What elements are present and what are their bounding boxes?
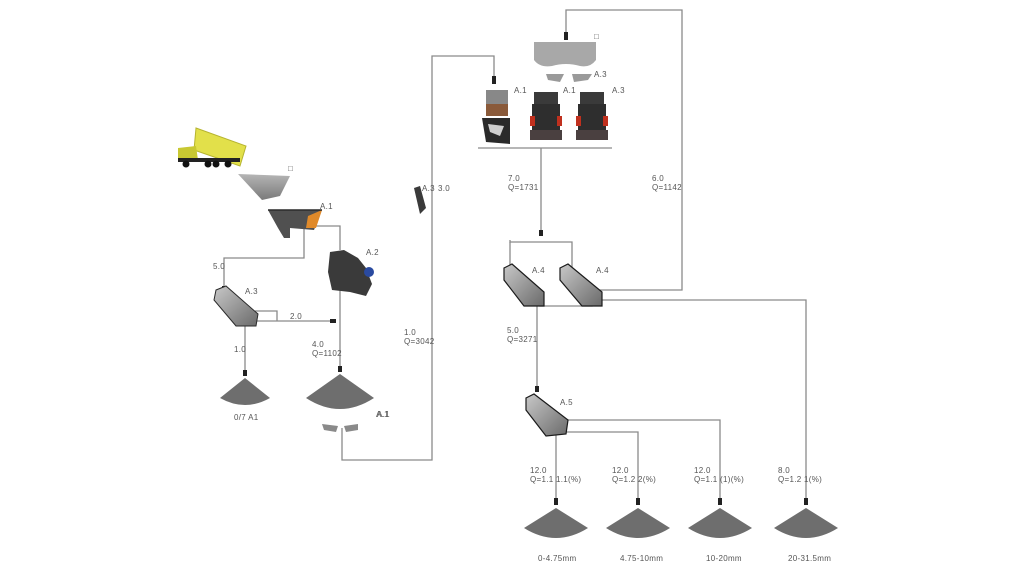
stockpile-feeders-label: A.1 [376,410,389,419]
line-feeder-to-screen [223,228,305,290]
flow-label-line: 12.0 [530,466,547,475]
cone-crusher-1 [482,90,510,144]
secondary-screen-1-label: A.4 [532,266,545,275]
pile-product-2 [606,508,670,538]
flow-label-line: Q=1.1 1.1(%) [530,475,582,484]
arrow [554,498,558,505]
arrow [338,366,342,372]
flow-label: 3.0 [438,184,451,193]
line-screen-bypass [255,310,278,321]
pile-product-3-label: 10-20mm [706,554,742,563]
vibrating-feeder [268,209,322,238]
flow-label-line: 8.0 [778,466,791,475]
arrow [636,498,640,505]
final-screen-label: A.5 [560,398,573,407]
stockpile-feeders [322,424,358,432]
surge-bin [534,42,596,82]
secondary-screen-2 [559,263,603,307]
vibrating-feeder-label: A.1 [320,202,333,211]
secondary-screen-1 [503,263,545,307]
pile-product-4 [774,508,838,538]
primary-screen [213,285,259,327]
bin-feeders-label: A.3 [594,70,607,79]
line-return-riser [341,55,495,461]
primary-screen-label: A.3 [245,287,258,296]
flow-label-line: Q=1.2 2(%) [612,475,657,484]
pile-product-3 [688,508,752,538]
flow-label-line: Q=1731 [508,183,539,192]
arrow [330,319,336,323]
flow-label: 1.0 [234,345,247,354]
jaw-crusher [328,250,374,296]
cone-crusher-3-label: A.3 [612,86,625,95]
belt-magnet-label: A.3 [422,184,435,193]
pile-fines [220,378,270,405]
flow-label-line: Q=1102 [312,349,342,358]
cone-crusher-1-label: A.1 [514,86,527,95]
arrow [243,370,247,376]
line-oversize [600,299,807,500]
pile-product-4-label: 20-31.5mm [788,554,832,563]
pile-product-2-label: 4.75-10mm [620,554,664,563]
pile-product-1-label: 0-4.75mm [538,554,577,563]
pile-product-1 [524,508,588,538]
flow-label-line: 12.0 [694,466,711,475]
line-recirc [565,9,683,291]
flow-label-line: Q=1142 [652,183,682,192]
flow-label-line: 6.0 [652,174,665,183]
line-out-2 [566,431,639,500]
flow-label-line: 4.0 [312,340,325,349]
flow-label-line: Q=3042 [404,337,435,346]
pile-fines-label: 0/7 A1 [234,413,259,422]
secondary-screen-2-label: A.4 [596,266,609,275]
cone-crusher-2 [530,92,562,140]
flow-label-line: Q=1.1 (1)(%) [694,475,745,484]
flow-label-line: Q=3271 [507,335,538,344]
arrow [718,498,722,505]
final-screen [525,393,569,437]
arrow [564,32,568,40]
flow-label: 2.0 [290,312,303,321]
cone-crusher-2-label: A.1 [563,86,576,95]
raw-hopper [238,174,290,200]
flow-label-line: 5.0 [507,326,520,335]
flow-label-line: 7.0 [508,174,521,183]
jaw-crusher-label: A.2 [366,248,379,257]
arrow [492,76,496,84]
belt-magnet [414,186,426,214]
pile-crushed-label: A.1 [377,410,390,419]
pile-crushed [306,374,374,409]
flow-label-line: 1.0 [404,328,417,337]
arrow [535,386,539,392]
arrow [539,230,543,236]
line-split [509,240,573,268]
flow-label-line: Q=1.2 1(%) [778,475,823,484]
dump-truck [178,127,247,168]
flow-label: 5.0 [213,262,226,271]
arrow [804,498,808,505]
cone-crusher-3 [576,92,608,140]
line-out-3 [566,419,721,500]
raw-hopper-label: □ [288,164,294,173]
flow-label-line: 12.0 [612,466,629,475]
surge-bin-label: □ [594,32,600,41]
line-feeder-to-jaw [310,225,341,250]
